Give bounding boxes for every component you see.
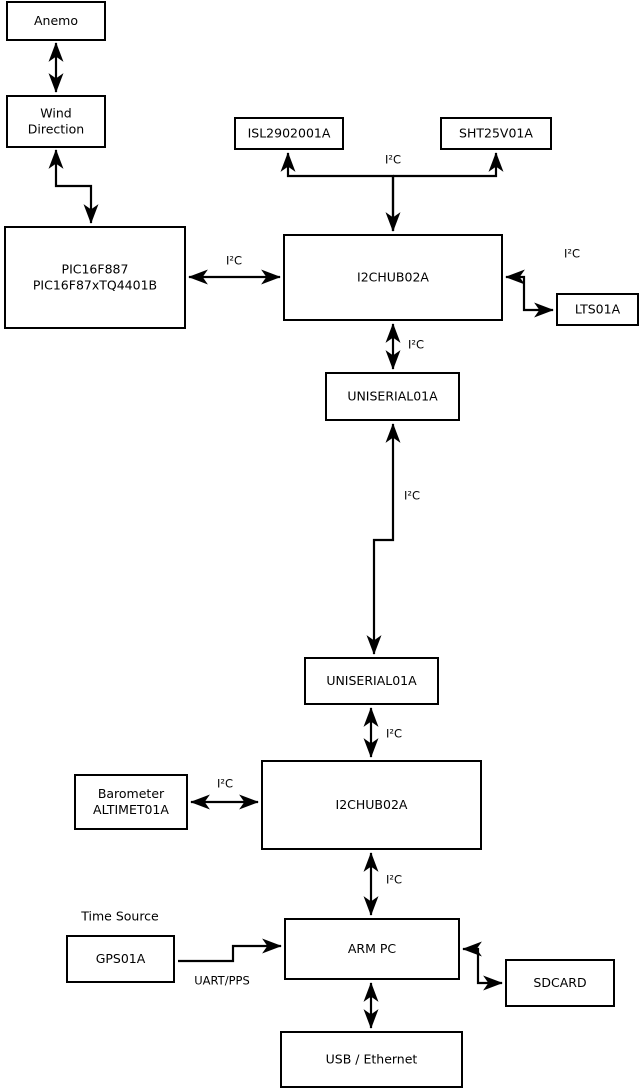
node-box[interactable] — [66, 935, 175, 983]
node-label-anemo: Anemo — [34, 13, 78, 28]
node-label-uniserial_a: UNISERIAL01A — [347, 388, 438, 403]
node-box[interactable] — [6, 95, 106, 148]
node-label-sdcard: SDCARD — [533, 975, 586, 990]
edge-pic-hub-top: I²C — [188, 254, 281, 285]
edge-label-pic-hub-top: I²C — [226, 254, 242, 268]
edge-label-hub-top-uniserial-a: I²C — [408, 338, 424, 352]
node-sht[interactable]: SHT25V01A — [440, 117, 552, 150]
node-box[interactable] — [283, 234, 503, 321]
node-sdcard[interactable]: SDCARD — [505, 959, 615, 1007]
edge-hub-top-uniserial-a: I²C — [385, 323, 424, 370]
edge-line — [505, 269, 554, 318]
node-box[interactable] — [74, 774, 188, 830]
edge-line — [366, 423, 401, 655]
node-box[interactable] — [325, 372, 460, 421]
node-box[interactable] — [280, 1031, 463, 1088]
node-lts[interactable]: LTS01A — [556, 293, 639, 326]
node-label-usb_ethernet: USB / Ethernet — [326, 1051, 418, 1066]
edge-hub-top-bus-right — [393, 152, 504, 178]
edge-label-hub-top-bus: I²C — [385, 153, 401, 167]
node-hub_top[interactable]: I2CHUB02A — [283, 234, 503, 321]
node-uniserial_b[interactable]: UNISERIAL01A — [304, 657, 439, 705]
edge-line — [462, 941, 503, 991]
edge-line — [393, 152, 504, 178]
node-box[interactable] — [556, 293, 639, 326]
free-labels-layer: Time Source — [80, 909, 159, 924]
edge-label-barometer-hub-bottom: I²C — [217, 777, 233, 791]
node-gps[interactable]: GPS01A — [66, 935, 175, 983]
node-anemo[interactable]: Anemo — [6, 1, 106, 41]
node-box[interactable] — [304, 657, 439, 705]
edge-line — [48, 149, 99, 224]
node-label-hub_top: I2CHUB02A — [357, 269, 429, 284]
node-label-sht: SHT25V01A — [459, 125, 533, 140]
node-box[interactable] — [261, 760, 482, 850]
node-label-lts: LTS01A — [575, 301, 621, 316]
node-label-isl: ISL2902001A — [248, 125, 331, 140]
node-box[interactable] — [4, 226, 186, 329]
node-box[interactable] — [234, 117, 344, 150]
edge-hub-top-lts: I²C — [505, 247, 580, 318]
edge-uniserial-b-hub-bottom: I²C — [363, 707, 402, 758]
edge-label-gps-armpc: UART/PPS — [194, 974, 250, 988]
edge-label-hub-bottom-armpc: I²C — [386, 873, 402, 887]
edge-label-uniserial-a-uniserial-b: I²C — [404, 489, 420, 503]
edge-wind-pic — [48, 149, 99, 224]
edge-label-uniserial-b-hub-bottom: I²C — [386, 727, 402, 741]
node-box[interactable] — [6, 1, 106, 41]
node-isl[interactable]: ISL2902001A — [234, 117, 344, 150]
node-box[interactable] — [440, 117, 552, 150]
node-box[interactable] — [505, 959, 615, 1007]
node-label-uniserial_b: UNISERIAL01A — [326, 673, 417, 688]
node-label-armpc: ARM PC — [348, 941, 397, 956]
edge-line — [280, 152, 395, 231]
node-label-hub_bottom: I2CHUB02A — [336, 797, 408, 812]
edge-hub-bottom-armpc: I²C — [363, 852, 402, 916]
node-uniserial_a[interactable]: UNISERIAL01A — [325, 372, 460, 421]
node-label-gps: GPS01A — [96, 951, 146, 966]
edge-label-hub-top-lts: I²C — [564, 247, 580, 261]
node-box[interactable] — [284, 918, 460, 980]
edge-hub-top-bus: I²C — [280, 152, 401, 231]
edge-gps-armpc: UART/PPS — [178, 938, 282, 988]
edge-uniserial-a-uniserial-b: I²C — [366, 423, 420, 655]
node-armpc[interactable]: ARM PC — [284, 918, 460, 980]
edge-line — [178, 938, 282, 963]
node-usb_ethernet[interactable]: USB / Ethernet — [280, 1031, 463, 1088]
edge-armpc-sdcard — [462, 941, 503, 991]
label-time-source: Time Source — [80, 909, 159, 924]
edge-barometer-hub-bottom: I²C — [190, 777, 259, 810]
node-hub_bottom[interactable]: I2CHUB02A — [261, 760, 482, 850]
edges-layer: I²C I²C I²C I²C I²C I²C I²C I²C UART/PPS — [48, 42, 580, 1029]
